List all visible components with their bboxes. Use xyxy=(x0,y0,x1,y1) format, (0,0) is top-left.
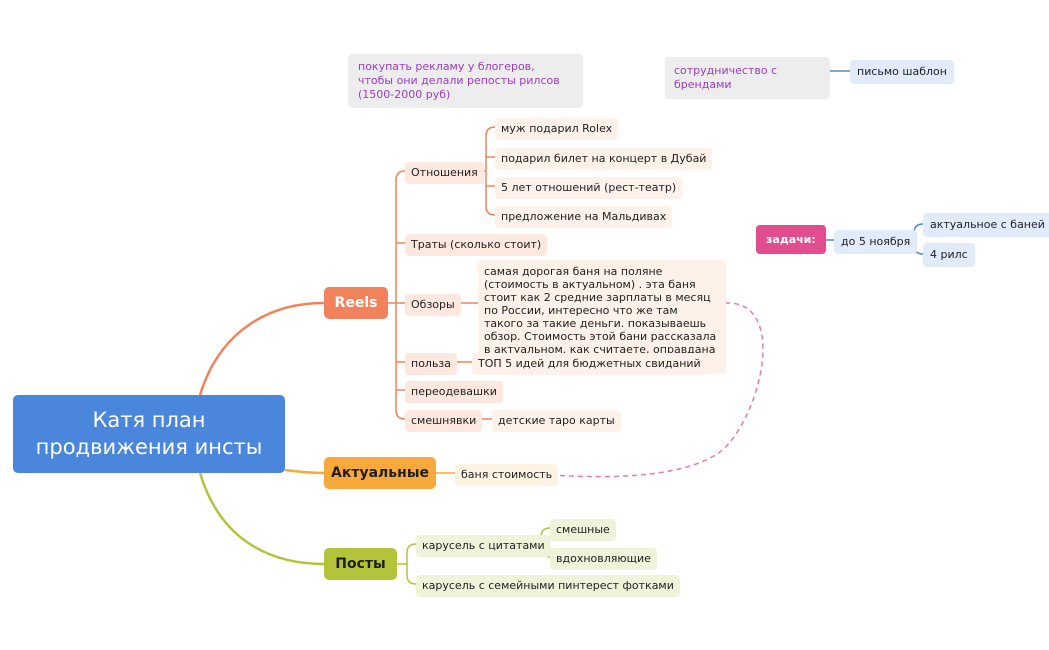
actual-item[interactable]: баня стоимость xyxy=(455,464,559,486)
tasks-label[interactable]: задачи: xyxy=(756,225,826,254)
tasks-deadline[interactable]: до 5 ноября xyxy=(834,230,918,254)
root-topic[interactable]: Катя план продвижения инсты xyxy=(13,395,285,473)
topic-carousel-family[interactable]: карусель с семейными пинтерест фотками xyxy=(416,575,680,597)
funny-item[interactable]: детские таро карты xyxy=(492,410,621,432)
topic-dressup[interactable]: переодевашки xyxy=(405,381,503,403)
relations-item[interactable]: 5 лет отношений (рест-театр) xyxy=(495,177,683,199)
floating-brands-note[interactable]: сотрудничество с брендами xyxy=(665,57,830,99)
relations-item[interactable]: подарил билет на концерт в Дубай xyxy=(495,148,713,170)
letter-template-node[interactable]: письмо шаблон xyxy=(850,60,954,84)
topic-funny[interactable]: смешнявки xyxy=(405,410,483,432)
topic-benefit[interactable]: польза xyxy=(405,353,458,375)
topic-spending[interactable]: Траты (сколько стоит) xyxy=(405,234,548,256)
branch-posts[interactable]: Посты xyxy=(324,548,397,580)
relations-item[interactable]: предложение на Мальдивах xyxy=(495,206,673,228)
carousel-quotes-item[interactable]: смешные xyxy=(550,519,616,541)
floating-ads-note[interactable]: покупать рекламу у блогеров, чтобы они д… xyxy=(348,54,583,108)
topic-reviews[interactable]: Обзоры xyxy=(405,294,461,316)
task-item[interactable]: актуальное с баней xyxy=(923,213,1049,237)
carousel-quotes-item[interactable]: вдохновляющие xyxy=(550,548,657,570)
topic-relations[interactable]: Отношения xyxy=(405,162,484,184)
branch-reels[interactable]: Reels xyxy=(324,287,388,319)
relations-item[interactable]: муж подарил Rolex xyxy=(495,118,619,140)
benefit-item[interactable]: ТОП 5 идей для бюджетных свиданий xyxy=(472,353,707,375)
branch-actual[interactable]: Актуальные xyxy=(324,457,436,489)
task-item[interactable]: 4 рилс xyxy=(923,243,975,267)
topic-carousel-quotes[interactable]: карусель с цитатами xyxy=(416,535,551,557)
